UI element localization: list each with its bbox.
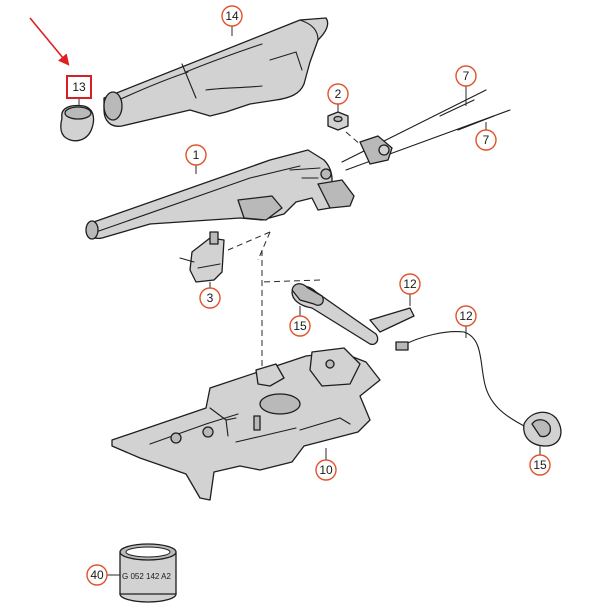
callout-ring: [327, 83, 349, 105]
part-10-mounting-bracket[interactable]: [111, 347, 381, 501]
callout-ring: [455, 305, 477, 327]
callout-40[interactable]: 40: [86, 564, 108, 586]
callout-ring: [185, 144, 207, 166]
callout-10[interactable]: 10: [315, 459, 337, 481]
callout-number: 40: [90, 568, 104, 582]
callout-number: 2: [335, 87, 342, 101]
callout-13-highlighted[interactable]: 13: [66, 75, 92, 99]
callout-number: 7: [483, 133, 490, 147]
callout-number: 15: [293, 319, 307, 333]
callout-ring: [199, 287, 221, 309]
callout-ring: [86, 564, 108, 586]
part-14-grip-cover[interactable]: [103, 17, 329, 127]
callout-ring: [315, 459, 337, 481]
callout-ring: [529, 454, 551, 476]
callout-ring: [399, 273, 421, 295]
callout-12-cable[interactable]: 12: [455, 305, 477, 327]
callout-7-lower[interactable]: 7: [475, 129, 497, 151]
tape-ring-stamp: G 052 142 A2: [122, 572, 171, 581]
part-13-end-cap[interactable]: [60, 104, 95, 142]
callout-ring: [475, 129, 497, 151]
callout-number: 12: [459, 309, 473, 323]
callout-highlight-box: [66, 75, 92, 99]
part-7-cable-ends[interactable]: [341, 89, 511, 171]
callout-12-rod[interactable]: 12: [399, 273, 421, 295]
callout-number: 7: [463, 69, 470, 83]
callout-ring: [221, 5, 243, 27]
callout-number: 14: [225, 9, 239, 23]
part-2-nut[interactable]: [327, 111, 349, 131]
part-12-cable-right[interactable]: [395, 331, 562, 447]
callout-number: 12: [403, 277, 417, 291]
callout-ring: [455, 65, 477, 87]
callout-15-cable[interactable]: 15: [529, 454, 551, 476]
part-12-rod-left[interactable]: [291, 283, 415, 346]
callout-number: 1: [193, 148, 200, 162]
part-3-switch[interactable]: [179, 231, 225, 283]
pointer-arrow: [29, 17, 70, 66]
callout-15-rod[interactable]: 15: [289, 315, 311, 337]
part-40-tape-ring[interactable]: G 052 142 A2: [119, 543, 177, 603]
callout-7-upper[interactable]: 7: [455, 65, 477, 87]
callout-3[interactable]: 3: [199, 287, 221, 309]
callout-1[interactable]: 1: [185, 144, 207, 166]
callout-number: 13: [72, 80, 86, 94]
callout-ring: [289, 315, 311, 337]
part-1-lever[interactable]: [85, 149, 355, 240]
callout-2[interactable]: 2: [327, 83, 349, 105]
callout-14[interactable]: 14: [221, 5, 243, 27]
callout-number: 10: [319, 463, 333, 477]
callout-number: 15: [533, 458, 547, 472]
callout-number: 3: [207, 291, 214, 305]
